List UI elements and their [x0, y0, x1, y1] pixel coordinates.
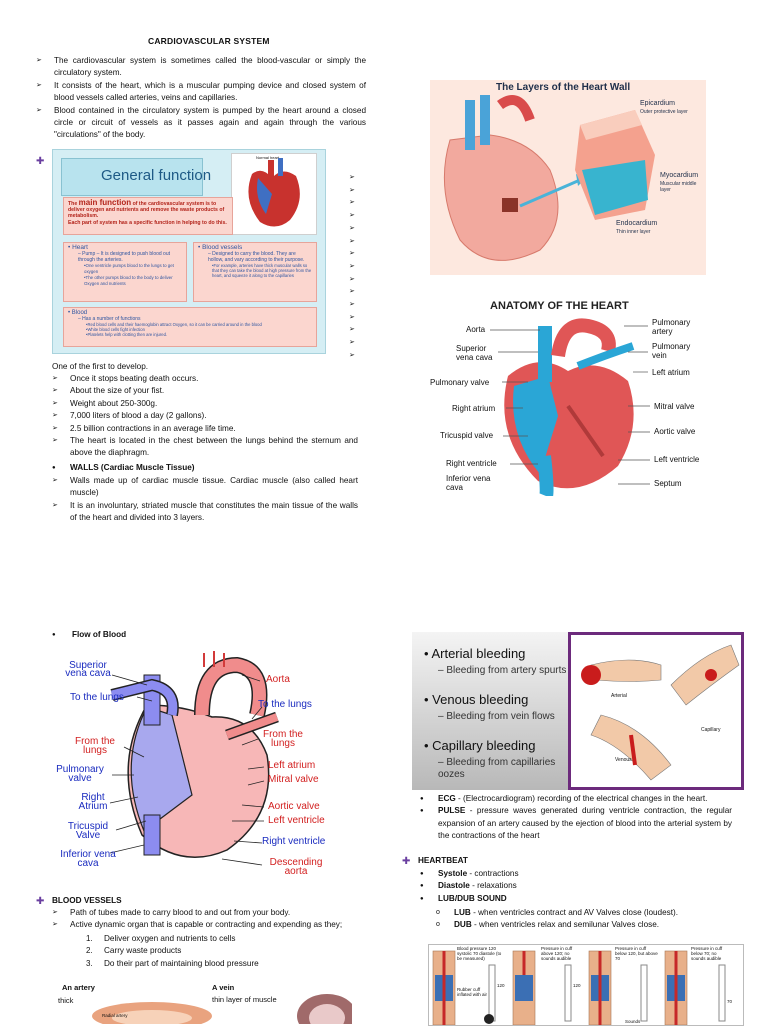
lub-dub-list: LUB - when ventricles contract and AV Va…	[436, 907, 736, 932]
blood-pressure-illustration	[432, 950, 726, 1025]
main-function-box: The main function of the cardiovascular …	[63, 197, 233, 235]
list-item: Walls made up of cardiac muscle tissue. …	[52, 475, 358, 500]
heartbeat-list: Systole - contractions Diastole - relaxa…	[420, 868, 732, 906]
list-item: The cardiovascular system is sometimes c…	[36, 55, 366, 80]
heart-box: • Heart – Pump – It is designed to push …	[63, 242, 187, 302]
list-item: PULSE - pressure waves generated during …	[420, 805, 732, 842]
list-item: 7,000 liters of blood a day (2 gallons).	[52, 410, 358, 423]
first-develop-text: One of the first to develop.	[52, 362, 149, 371]
walls-heading-list: WALLS (Cardiac Muscle Tissue)	[52, 462, 358, 475]
list-item: Carry waste products	[86, 945, 366, 958]
ecg-pulse-list: ECG - (Electrocardiogram) recording of t…	[420, 793, 732, 843]
figure-title: ANATOMY OF THE HEART	[490, 300, 629, 312]
blood-pressure-figure: Blood pressure 120 systolic 70 diastole …	[428, 944, 744, 1026]
list-item: Blood contained in the circulatory syste…	[36, 105, 366, 142]
list-item: Do their part of maintaining blood press…	[86, 958, 366, 971]
walls-heading: WALLS (Cardiac Muscle Tissue)	[52, 462, 358, 475]
list-item: Once it stops beating death occurs.	[52, 373, 358, 386]
vessel-cross-section-illustration	[92, 994, 352, 1024]
intro-list: The cardiovascular system is sometimes c…	[36, 55, 366, 142]
blood-box: • Blood – Has a number of functions •Red…	[63, 307, 317, 347]
heart-anatomy-illustration	[490, 318, 650, 496]
slide-heading: General function	[101, 167, 212, 184]
list-item: LUB/DUB SOUND	[420, 893, 732, 906]
page-title: CARDIOVASCULAR SYSTEM	[148, 36, 270, 46]
bullet-marker-icon: ✚	[36, 156, 45, 167]
blood-vessels-list: Path of tubes made to carry blood to and…	[52, 907, 372, 932]
heart-wall-illustration	[443, 95, 655, 261]
blood-vessels-numbered-list: Deliver oxygen and nutrients to cells Ca…	[86, 933, 366, 971]
bullet-marker-icon: ✚	[402, 856, 411, 867]
list-item: DUB - when ventricles relax and semiluna…	[436, 919, 736, 932]
heart-anatomy-figure: ANATOMY OF THE HEART Aorta Superior vena…	[428, 296, 710, 496]
general-function-slide: General function Normal heart The main f…	[52, 149, 326, 354]
walls-list: Walls made up of cardiac muscle tissue. …	[52, 475, 358, 525]
list-item: Diastole - relaxations	[420, 880, 732, 893]
bleeding-illustration-panel: Arterial Capillary Venous	[568, 632, 744, 790]
bleeding-types-figure: Arterial Capillary Venous • Arterial ble…	[412, 632, 744, 790]
list-item: Active dynamic organ that is capable or …	[52, 919, 372, 932]
list-item: 2.5 billion contractions in an average l…	[52, 423, 358, 436]
list-item: The heart is located in the chest betwee…	[52, 435, 358, 460]
list-item: Weight about 250-300g.	[52, 398, 358, 411]
normal-heart-image: Normal heart	[231, 153, 317, 235]
list-item: ECG - (Electrocardiogram) recording of t…	[420, 793, 732, 806]
list-item: It is an involuntary, striated muscle th…	[52, 500, 358, 525]
list-item: Path of tubes made to carry blood to and…	[52, 907, 372, 920]
list-item: LUB - when ventricles contract and AV Va…	[436, 907, 736, 920]
bullet-marker-icon: ✚	[36, 896, 45, 907]
figure-title: The Layers of the Heart Wall	[496, 82, 631, 93]
blood-flow-illustration	[109, 651, 279, 866]
blood-flow-figure: Superior vena cava To the lungs From the…	[52, 645, 330, 880]
list-item: About the size of your fist.	[52, 385, 358, 398]
heartbeat-heading: HEARTBEAT	[418, 856, 468, 865]
list-item: Deliver oxygen and nutrients to cells	[86, 933, 366, 946]
flow-heading-list: Flow of Blood	[52, 629, 252, 642]
flow-heading: Flow of Blood	[52, 629, 252, 642]
heart-wall-layers-figure: The Layers of the Heart Wall Epicardium …	[430, 80, 706, 275]
list-item: Systole - contractions	[420, 868, 732, 881]
empty-bullet-column: ➢➢➢➢➢➢➢➢➢➢➢➢➢➢➢	[349, 174, 355, 359]
blood-vessels-box: • Blood vessels – Designed to carry the …	[193, 242, 317, 302]
list-item: It consists of the heart, which is a mus…	[36, 80, 366, 105]
facts-list: Once it stops beating death occurs. Abou…	[52, 373, 358, 460]
artery-vein-figure: An artery thick A vein thin layer of mus…	[52, 980, 352, 1024]
blood-vessels-heading: BLOOD VESSELS	[52, 896, 122, 905]
